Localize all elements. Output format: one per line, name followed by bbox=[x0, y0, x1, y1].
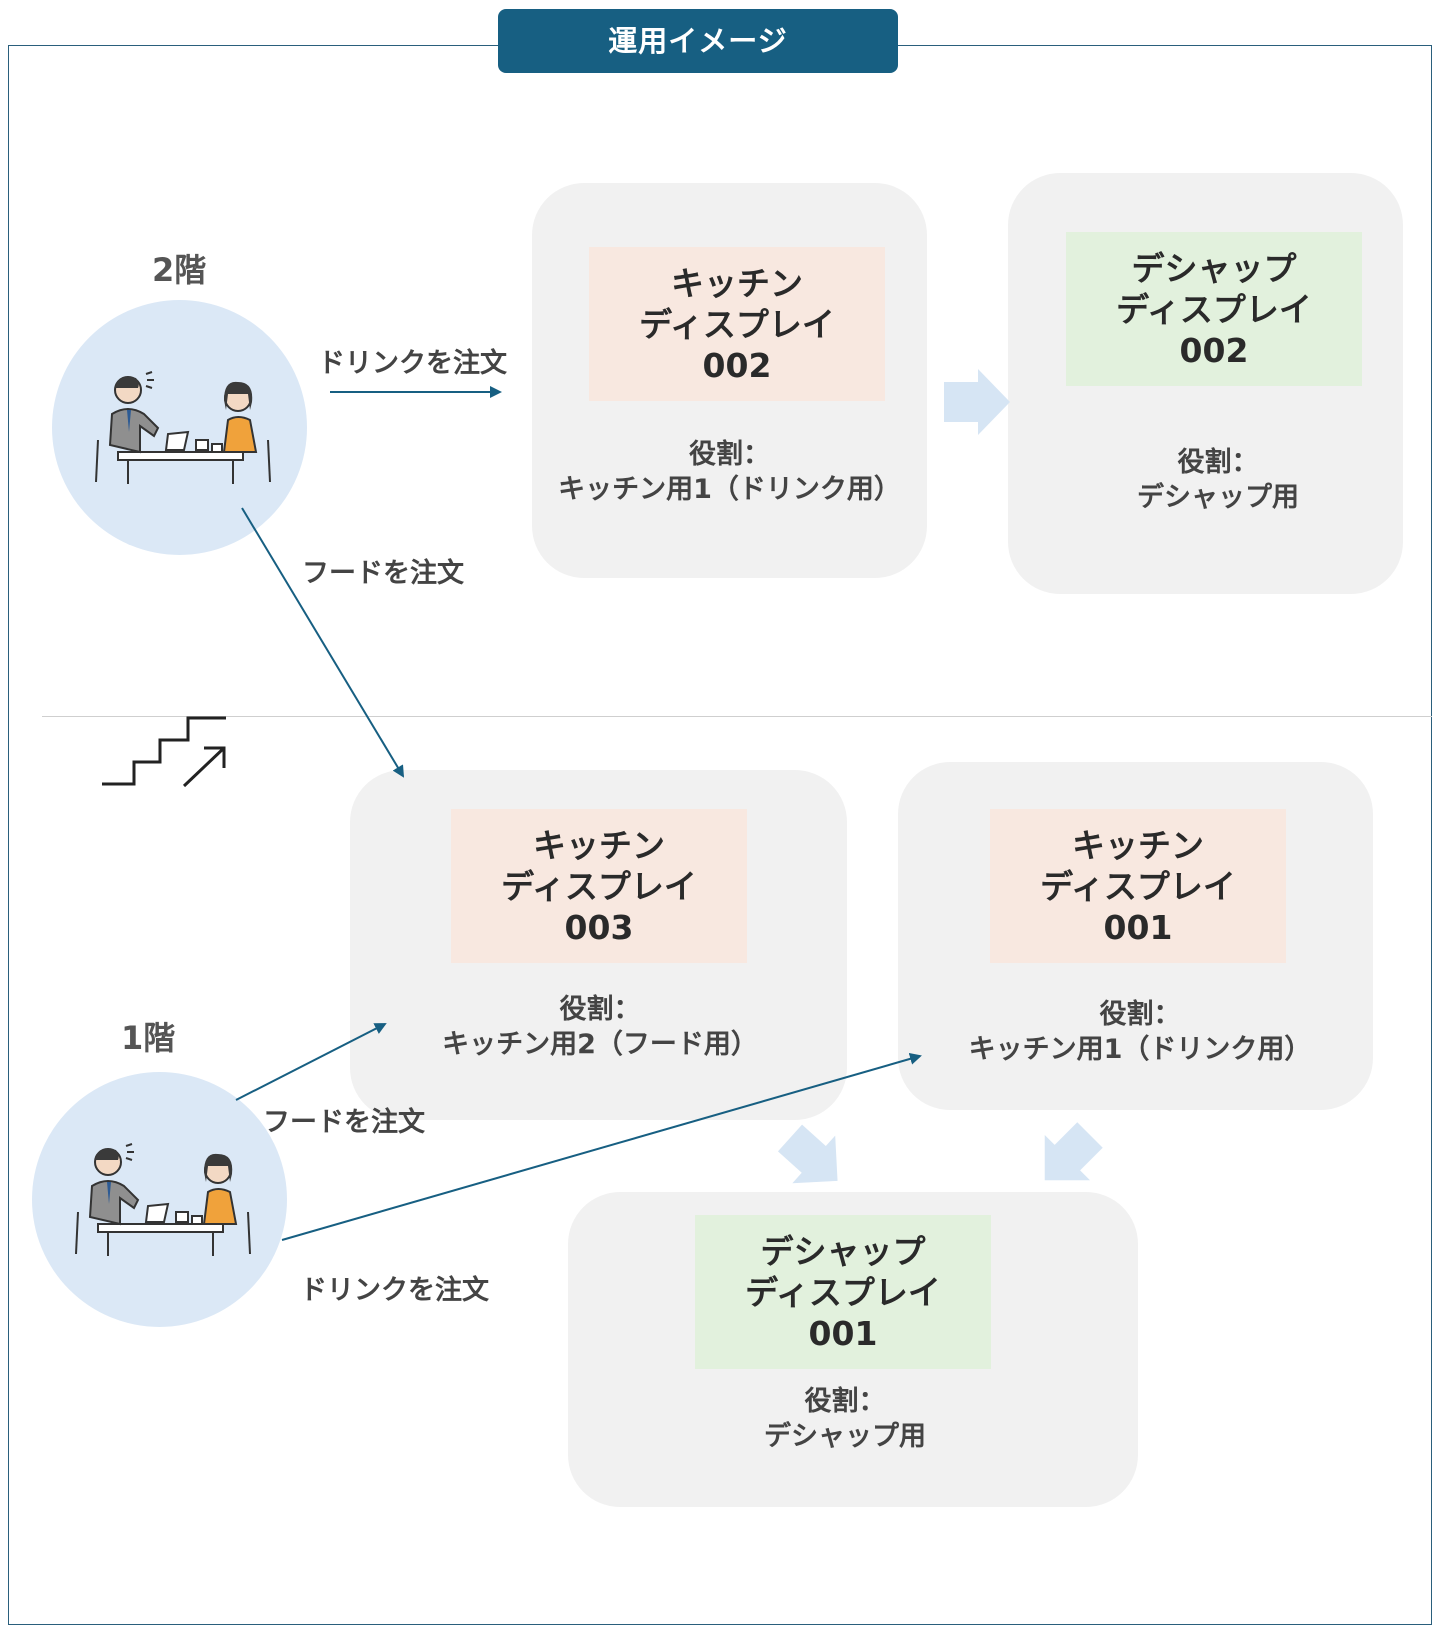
kitchen-display-003-role: 役割： キッチン用2（フード用） bbox=[400, 992, 800, 1062]
card-line2: ディスプレイ bbox=[1040, 866, 1236, 906]
role-value: キッチン用1（ドリンク用） bbox=[968, 1034, 1312, 1065]
role-value: デシャップ用 bbox=[764, 1421, 926, 1452]
card-line1: デシャップ bbox=[760, 1231, 926, 1271]
order-label-floor-2-drink: ドリンクを注文 bbox=[318, 348, 507, 379]
role-value: キッチン用2（フード用） bbox=[442, 1029, 758, 1060]
arrow-floor-1-food bbox=[235, 1023, 387, 1101]
card-line1: キッチン bbox=[533, 825, 665, 865]
kitchen-display-003-header: キッチン ディスプレイ 003 bbox=[451, 809, 747, 963]
customers-illustration-floor-1 bbox=[75, 1143, 251, 1256]
arrow-floor-1-drink bbox=[281, 1053, 922, 1241]
staircase-icon bbox=[102, 716, 226, 788]
floor-divider bbox=[42, 716, 1432, 717]
floor-1-label: 1階 bbox=[121, 1019, 176, 1057]
card-number: 002 bbox=[1179, 330, 1249, 370]
floor-2-label: 2階 bbox=[152, 251, 207, 289]
card-line2: ディスプレイ bbox=[745, 1272, 941, 1312]
card-line2: ディスプレイ bbox=[1116, 289, 1312, 329]
dishup-display-002-role: 役割： デシャップ用 bbox=[1008, 445, 1428, 515]
kitchen-display-002-header: キッチン ディスプレイ 002 bbox=[589, 247, 885, 401]
kitchen-display-002-role: 役割： キッチン用1（ドリンク用） bbox=[532, 437, 927, 507]
dishup-display-001-role: 役割： デシャップ用 bbox=[650, 1384, 1040, 1454]
role-label: 役割： bbox=[689, 439, 770, 470]
role-value: キッチン用1（ドリンク用） bbox=[558, 474, 901, 505]
block-arrow-down-right bbox=[777, 1124, 838, 1184]
card-number: 001 bbox=[1103, 907, 1173, 947]
role-label: 役割： bbox=[1099, 999, 1181, 1030]
order-label-floor-1-food: フードを注文 bbox=[263, 1107, 425, 1138]
role-value: デシャップ用 bbox=[1137, 482, 1299, 513]
role-label: 役割： bbox=[1177, 447, 1259, 478]
card-line1: キッチン bbox=[1072, 825, 1204, 865]
card-number: 001 bbox=[808, 1313, 878, 1353]
dishup-display-001-header: デシャップ ディスプレイ 001 bbox=[695, 1215, 991, 1369]
floor-1-customers-circle bbox=[32, 1072, 287, 1327]
card-number: 002 bbox=[702, 345, 772, 385]
block-arrow-right bbox=[944, 369, 1010, 435]
card-line2: ディスプレイ bbox=[501, 866, 697, 906]
card-number: 003 bbox=[564, 907, 634, 947]
kitchen-display-001-role: 役割： キッチン用1（ドリンク用） bbox=[940, 997, 1340, 1067]
order-label-floor-2-food: フードを注文 bbox=[302, 558, 464, 589]
floor-2-customers-circle bbox=[52, 300, 307, 555]
role-label: 役割： bbox=[804, 1386, 886, 1417]
kitchen-display-001-header: キッチン ディスプレイ 001 bbox=[990, 809, 1286, 963]
card-line1: キッチン bbox=[671, 263, 803, 303]
customers-illustration-floor-2 bbox=[95, 371, 271, 484]
dishup-display-002-header: デシャップ ディスプレイ 002 bbox=[1066, 232, 1362, 386]
order-label-floor-1-drink: ドリンクを注文 bbox=[300, 1275, 489, 1306]
arrow-floor-2-food bbox=[241, 507, 405, 778]
card-line1: デシャップ bbox=[1131, 248, 1297, 288]
role-label: 役割： bbox=[559, 994, 641, 1025]
block-arrow-down-left bbox=[1044, 1122, 1103, 1181]
card-line2: ディスプレイ bbox=[639, 304, 835, 344]
page-title: 運用イメージ bbox=[498, 9, 898, 73]
